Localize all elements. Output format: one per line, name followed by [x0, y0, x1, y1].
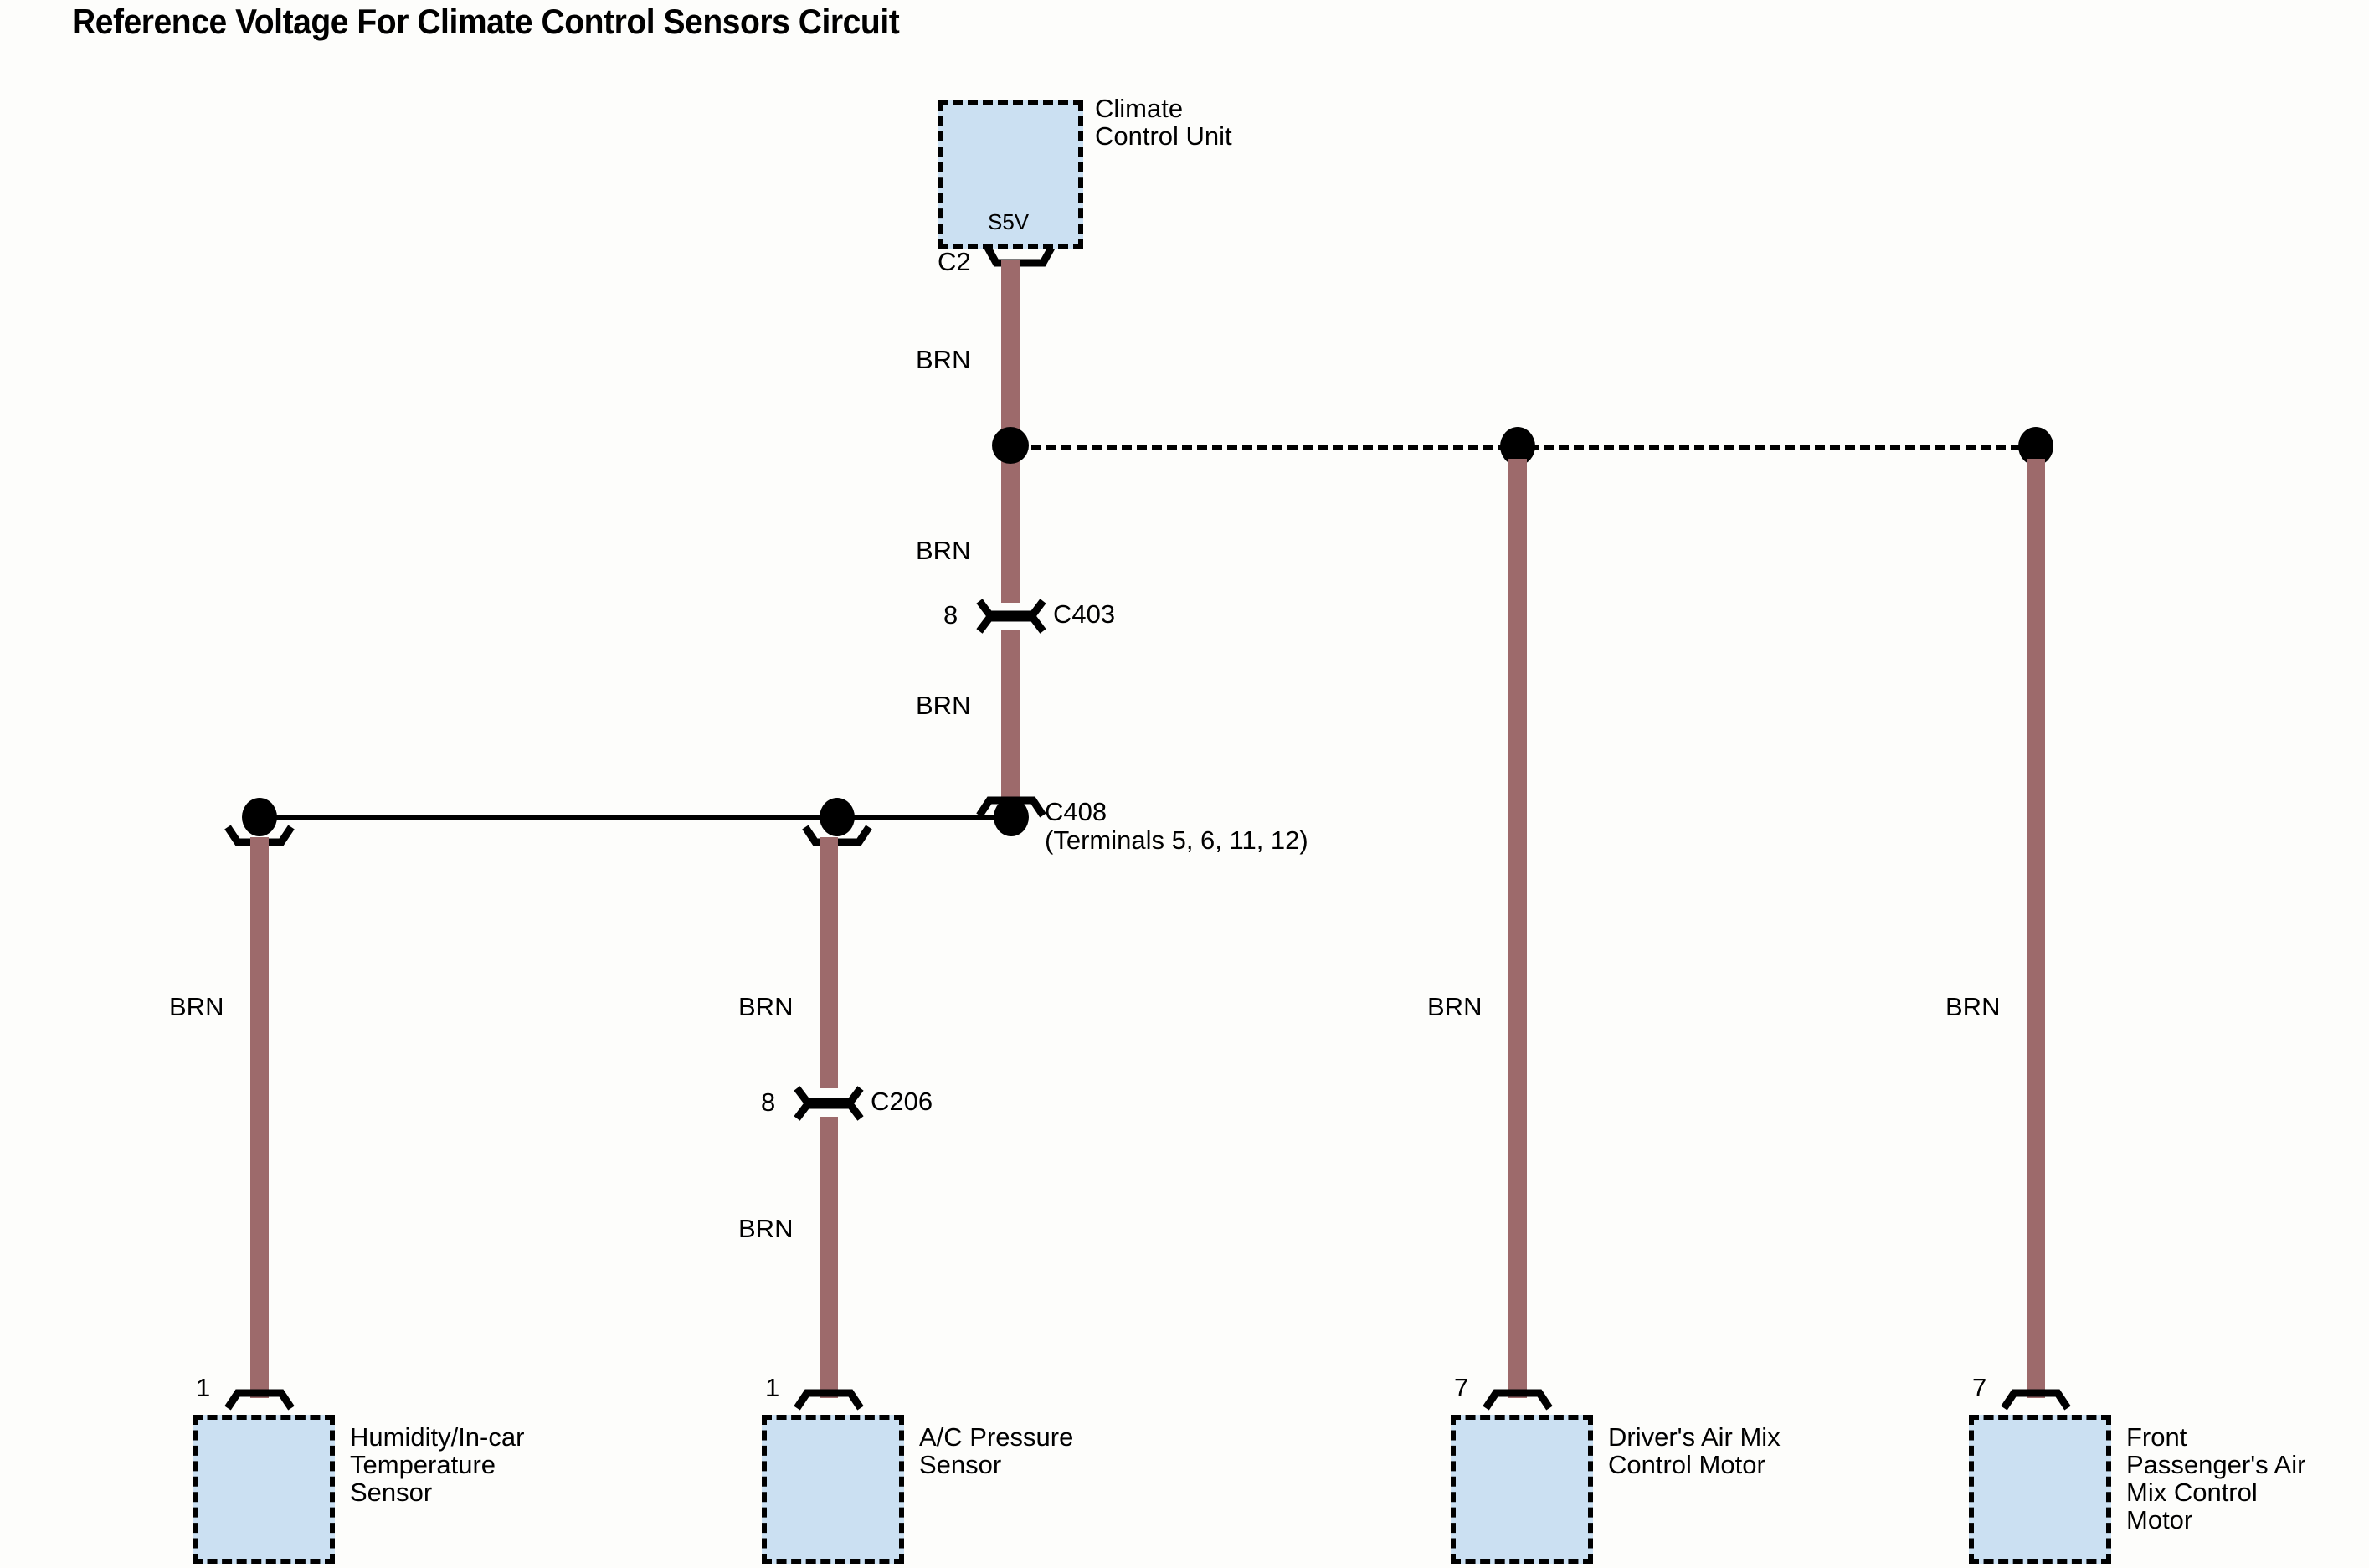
horizontal-bus-line [260, 815, 1013, 820]
wire-label-branch-ac-lower: BRN [738, 1214, 794, 1243]
wire-label-trunk-mid: BRN [916, 536, 971, 565]
ac-pressure-sensor-box[interactable] [762, 1415, 904, 1564]
pin-number-c206: 8 [761, 1087, 776, 1117]
wire-label-branch-passenger: BRN [1945, 992, 2001, 1021]
wire-trunk-top [1001, 260, 1020, 432]
pin-number-ac-pressure-sensor: 1 [765, 1373, 780, 1402]
junction-dot-ac-pressure [820, 798, 855, 836]
wire-trunk-lower [1001, 630, 1020, 812]
junction-dot-trunk [992, 427, 1029, 464]
wire-label-trunk-lower: BRN [916, 691, 971, 720]
humidity-sensor-box[interactable] [193, 1415, 335, 1564]
wire-branch-ac-lower [820, 1117, 838, 1398]
front-passenger-air-mix-motor-label: Front Passenger's Air Mix Control Motor [2126, 1422, 2306, 1535]
drivers-air-mix-motor-box[interactable] [1451, 1415, 1593, 1564]
climate-control-unit-terminal-label: S5V [988, 209, 1030, 234]
wire-label-branch-driver: BRN [1427, 992, 1483, 1021]
wire-label-branch-ac-upper: BRN [738, 992, 794, 1021]
ac-pressure-sensor-label: A/C Pressure Sensor [919, 1422, 1074, 1479]
drivers-air-mix-motor-label: Driver's Air Mix Control Motor [1608, 1422, 1781, 1479]
wire-label-branch-humidity: BRN [169, 992, 224, 1021]
pin-number-humidity-sensor: 1 [196, 1373, 211, 1402]
humidity-sensor-label: Humidity/In-car Temperature Sensor [350, 1422, 525, 1507]
wire-branch-ac-upper [820, 837, 838, 1088]
wire-branch-driver [1508, 459, 1527, 1398]
wire-trunk-mid [1001, 459, 1020, 603]
wire-label-trunk-top: BRN [916, 345, 971, 374]
page-title: Reference Voltage For Climate Control Se… [72, 2, 900, 41]
wire-branch-humidity [250, 837, 269, 1398]
pin-number-drivers-motor: 7 [1454, 1373, 1469, 1402]
wire-branch-passenger [2027, 459, 2045, 1398]
connector-label-c2: C2 [938, 247, 971, 276]
pin-number-passenger-motor: 7 [1972, 1373, 1987, 1402]
connector-label-c206: C206 [871, 1087, 933, 1116]
front-passenger-air-mix-motor-box[interactable] [1969, 1415, 2111, 1564]
climate-control-unit-box[interactable] [938, 100, 1083, 249]
connector-label-c403: C403 [1053, 599, 1116, 629]
connector-label-c408: C408 (Terminals 5, 6, 11, 12) [1045, 797, 1308, 855]
climate-control-unit-label: Climate Control Unit [1095, 94, 1232, 151]
junction-dot-humidity [242, 798, 277, 836]
pin-number-c403: 8 [943, 600, 958, 630]
